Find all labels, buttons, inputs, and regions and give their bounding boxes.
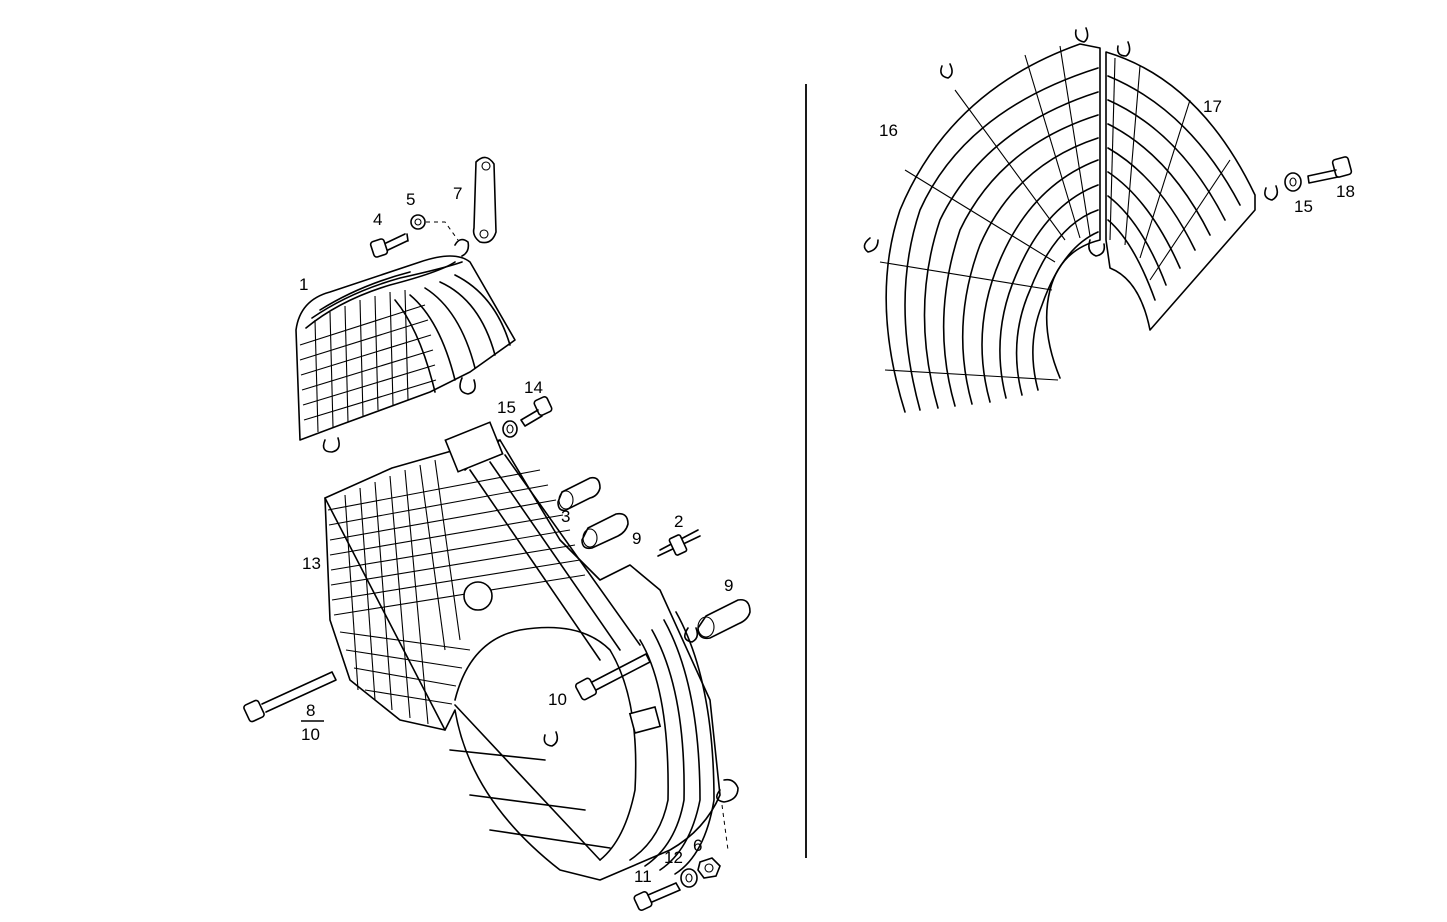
bolt-10 [574,653,651,701]
label-9-upper: 9 [632,529,641,548]
fraction-denominator: 10 [301,725,320,744]
stud-2 [657,529,701,557]
fan-grille-left [863,27,1101,413]
label-18: 18 [1336,182,1355,201]
label-11: 11 [634,867,652,886]
label-2: 2 [674,512,683,531]
label-7: 7 [453,184,462,203]
main-belt-guard [324,421,739,881]
washer-12 [680,868,698,888]
upper-wire-guard [295,238,516,453]
bolt-18 [1307,156,1353,184]
spacer-9-lower [697,598,751,640]
label-13: 13 [302,554,321,573]
bolt-4 [369,233,409,258]
washer-15-left [502,420,518,438]
bracket-7 [472,156,497,244]
label-17: 17 [1203,97,1222,116]
label-16: 16 [879,121,898,140]
spacer-3 [557,476,601,512]
fraction-label-8-10: 8 10 [301,701,324,744]
label-15-right: 15 [1294,197,1313,216]
label-15-left: 15 [497,398,516,417]
washer-5 [410,214,459,241]
fan-grille-right [1088,41,1279,331]
label-10: 10 [548,690,567,709]
long-bolt-8 [243,671,337,723]
label-4: 4 [373,210,382,229]
label-1: 1 [299,275,308,294]
label-6: 6 [693,836,702,855]
label-5: 5 [406,190,415,209]
washer-15-right [1284,172,1302,192]
label-12: 12 [664,848,683,867]
nut-6 [697,857,721,879]
label-9-lower: 9 [724,576,733,595]
label-3: 3 [561,507,570,526]
bolt-11 [633,882,681,912]
spacer-9-upper [581,512,629,550]
bolt-14 [520,395,553,427]
fraction-numerator: 8 [306,701,315,720]
label-14: 14 [524,378,543,397]
